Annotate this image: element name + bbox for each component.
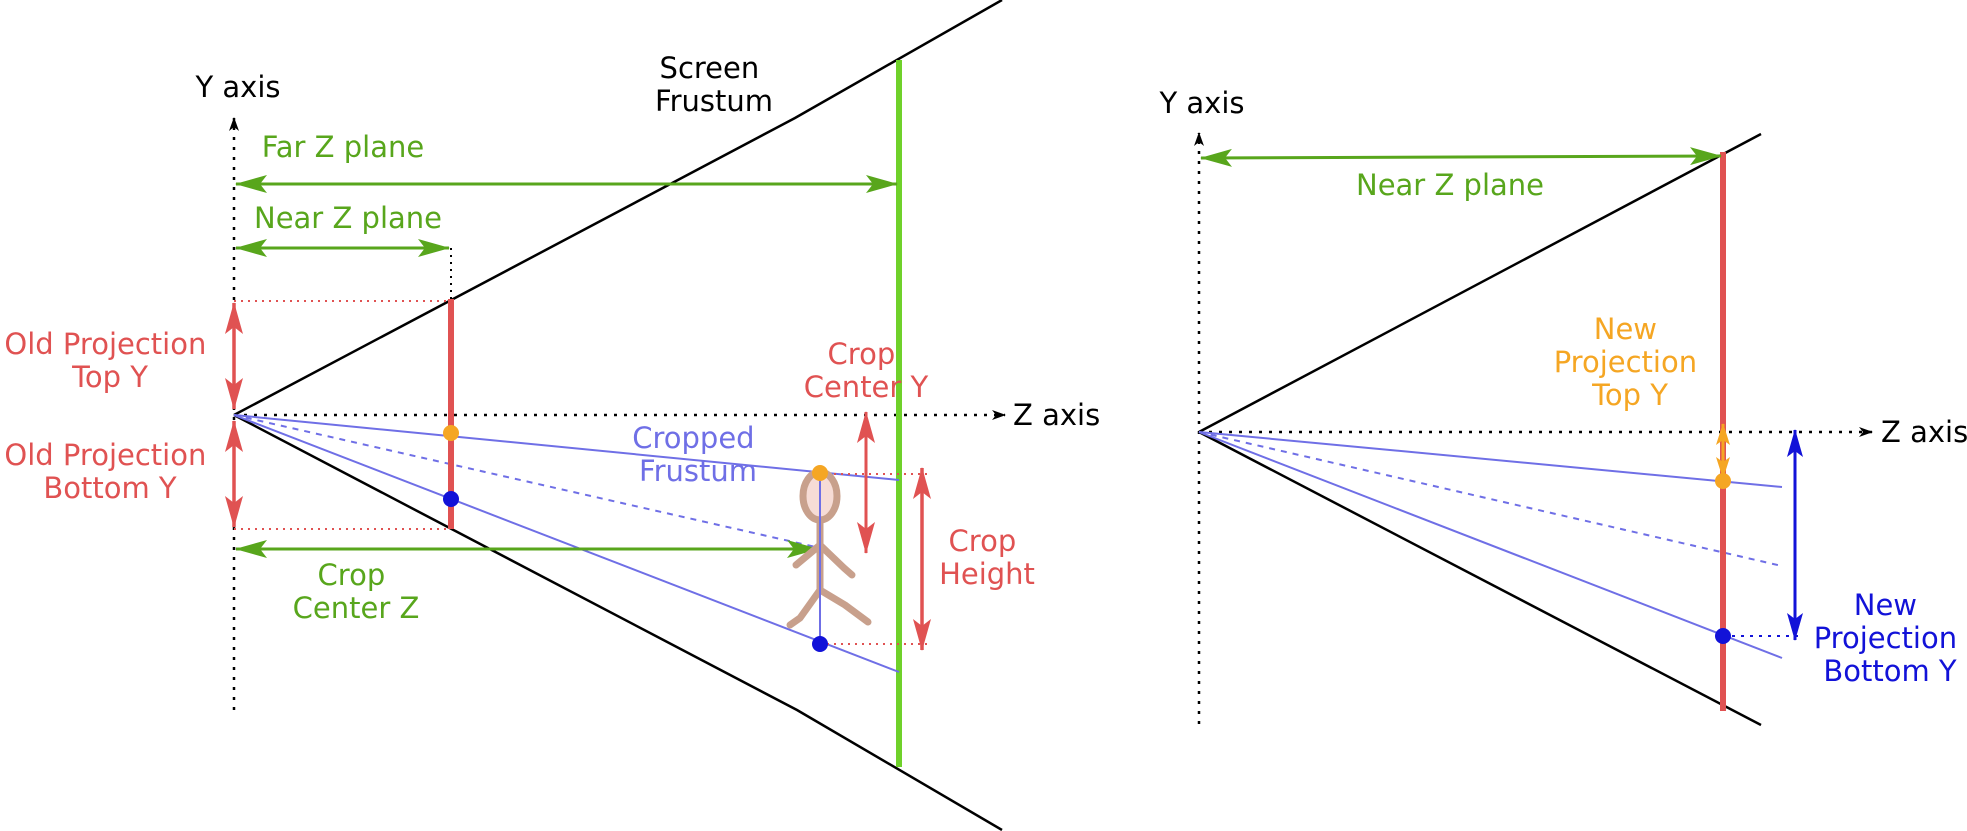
right-near-z-label: Near Z plane	[1356, 168, 1544, 202]
far-z-plane-label: Far Z plane	[262, 130, 424, 164]
cropped-frustum-label: Cropped Frustum	[632, 421, 764, 488]
new-bottom-label: New Projection Bottom Y	[1814, 588, 1967, 688]
right-z-axis-label: Z axis	[1881, 415, 1967, 449]
near-z-plane-label: Near Z plane	[254, 201, 442, 235]
cropped-frustum-center-line	[233, 414, 821, 549]
crop-height-label: Crop Height	[939, 524, 1035, 591]
left-diagram: Y axis Z axis Screen Frustum Cropped Fru…	[4, 0, 1100, 831]
right-frustum-top-edge	[1198, 132, 1762, 434]
screen-frustum-label: Screen Frustum	[655, 51, 773, 118]
cropped-frustum-top-edge	[233, 414, 900, 481]
right-cropped-top-edge	[1198, 431, 1783, 488]
right-frustum-bottom-edge	[1198, 430, 1762, 727]
old-bottom-label: Old Projection Bottom Y	[4, 438, 215, 505]
near-top-point	[443, 425, 459, 441]
crop-center-z-label: Crop Center Z	[293, 558, 420, 625]
right-near-z-arrow	[1200, 147, 1722, 167]
right-y-axis-label: Y axis	[1158, 86, 1244, 120]
right-cropped-center-line	[1198, 431, 1783, 567]
crop-bottom-point	[812, 636, 828, 652]
old-top-label: Old Projection Top Y	[4, 327, 215, 394]
new-top-label: New Projection Top Y	[1554, 312, 1707, 412]
screen-frustum-top-edge	[233, 0, 1003, 417]
crop-top-point	[812, 465, 828, 481]
right-cropped-bottom-edge	[1198, 431, 1783, 659]
crop-center-y-label: Crop Center Y	[804, 337, 929, 404]
left-y-axis-label: Y axis	[194, 70, 280, 104]
new-bottom-point	[1715, 628, 1731, 644]
right-diagram: Y axis Z axis Near Z plane New Projectio…	[1158, 86, 1967, 727]
left-z-axis-label: Z axis	[1013, 398, 1100, 432]
screen-frustum-bottom-edge	[233, 413, 1003, 831]
new-top-point	[1715, 473, 1731, 489]
near-bottom-point	[443, 491, 459, 507]
